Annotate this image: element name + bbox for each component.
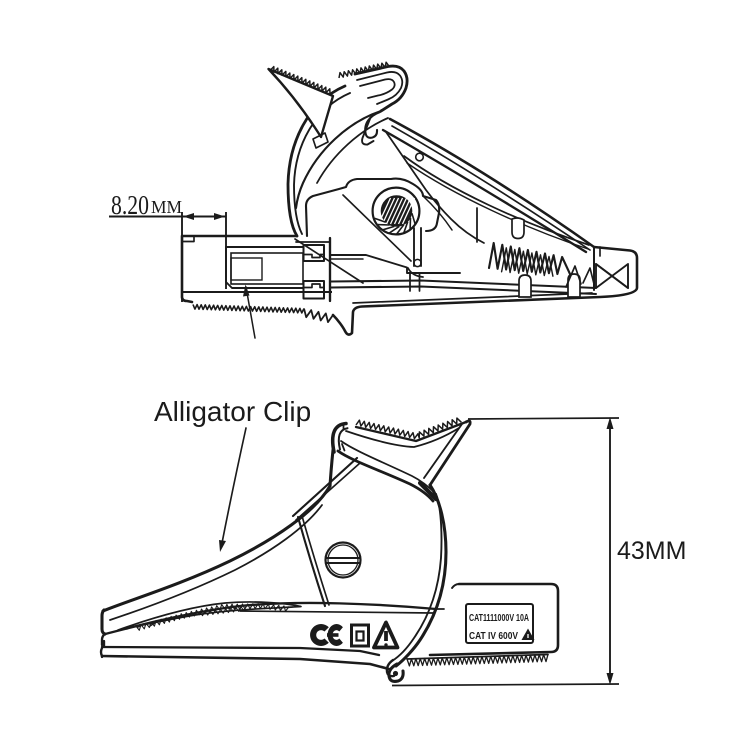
svg-text:43MM: 43MM bbox=[617, 537, 686, 565]
svg-text:CAT IV 600V: CAT IV 600V bbox=[469, 630, 518, 642]
svg-text:Alligator Clip: Alligator Clip bbox=[154, 396, 311, 427]
svg-text:MM: MM bbox=[151, 197, 182, 217]
svg-text:CAT1111000V 10A: CAT1111000V 10A bbox=[469, 613, 529, 624]
svg-text:8.20: 8.20 bbox=[111, 190, 149, 220]
